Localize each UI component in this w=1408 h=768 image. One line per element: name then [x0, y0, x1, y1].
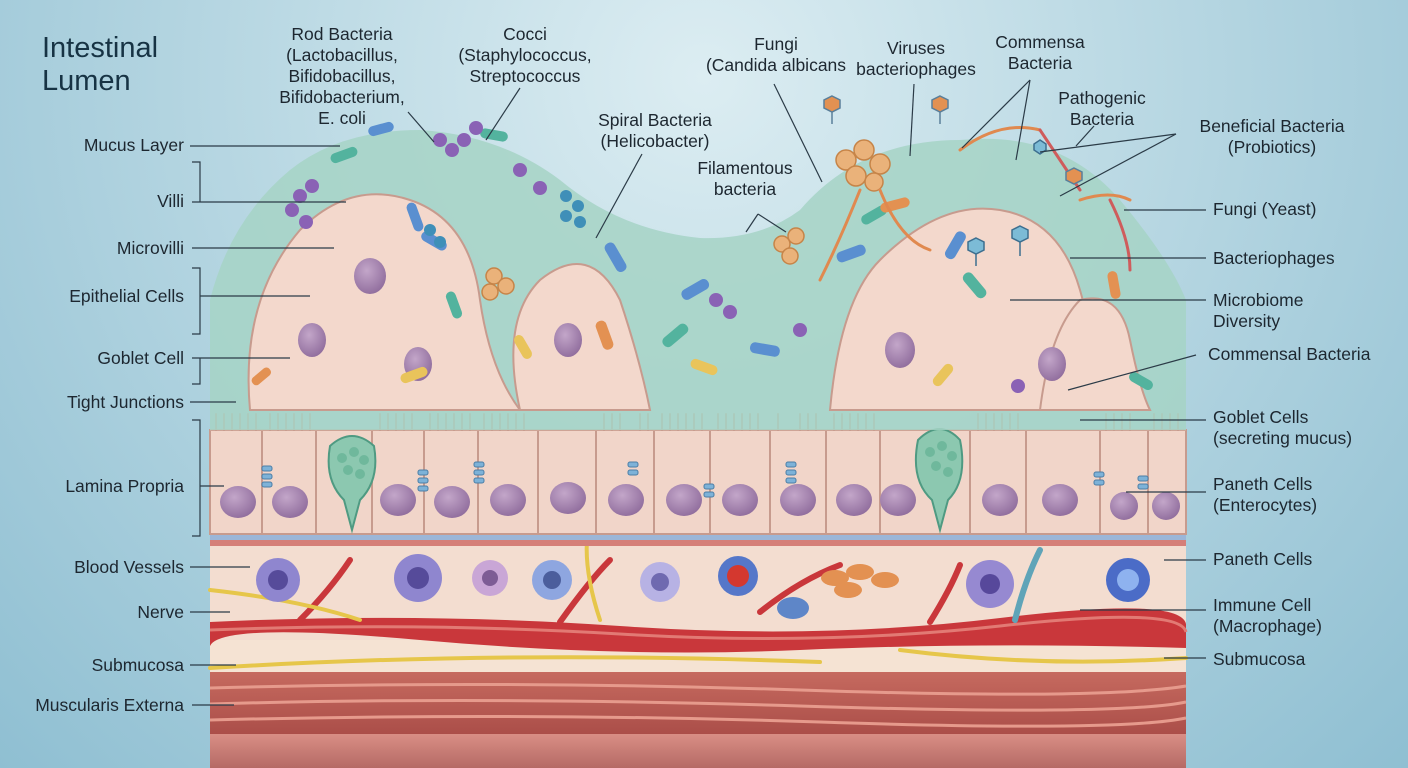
tissue-block: [208, 518, 1188, 768]
nerve: [208, 518, 1188, 670]
epithelial-cells: [209, 413, 1187, 535]
title: Intestinal Lumen: [42, 32, 159, 97]
microbes: [251, 95, 1153, 393]
blood-vessel: [210, 608, 1186, 653]
leader-lines: [190, 79, 1206, 706]
